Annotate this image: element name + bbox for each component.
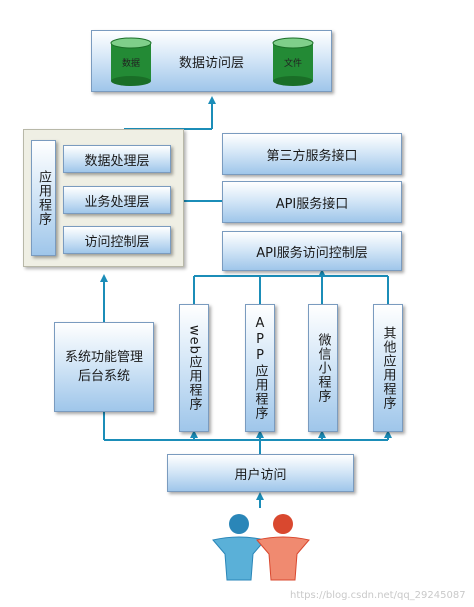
- application-program-box: 应用程序: [31, 140, 56, 256]
- api-access-control-layer-box: API服务访问控制层: [222, 231, 402, 271]
- watermark-text: https://blog.csdn.net/qq_29245087: [290, 590, 466, 601]
- third-party-interface-label: 第三方服务接口: [266, 148, 358, 164]
- database-icon: [110, 37, 152, 86]
- data-access-layer-label: 数据访问层: [178, 55, 244, 71]
- api-access-control-layer-label: API服务访问控制层: [256, 245, 368, 261]
- business-processing-layer-label: 业务处理层: [84, 194, 150, 210]
- file-storage-label: 文件: [283, 59, 302, 69]
- third-party-interface-box: 第三方服务接口: [222, 133, 402, 175]
- business-processing-layer-box: 业务处理层: [63, 186, 171, 214]
- data-processing-layer-box: 数据处理层: [63, 145, 171, 173]
- user-access-box: 用户访问: [167, 454, 354, 492]
- database-label: 数据: [121, 59, 140, 69]
- client-wechat-miniprogram-label: 微信小程序: [315, 333, 331, 403]
- api-service-interface-box: API服务接口: [222, 181, 402, 223]
- client-web-app-box: web应用程序: [179, 304, 209, 432]
- admin-system-box: 系统功能管理后台系统: [54, 322, 154, 412]
- client-mobile-app-label: APP应用程序: [252, 316, 268, 420]
- api-service-interface-label: API服务接口: [275, 196, 349, 212]
- file-storage-icon: [272, 37, 314, 86]
- users-icon: [212, 514, 310, 581]
- access-control-layer-label: 访问控制层: [84, 234, 150, 250]
- admin-system-label: 系统功能管理后台系统: [64, 350, 143, 384]
- access-control-layer-box: 访问控制层: [63, 226, 171, 254]
- client-mobile-app-box: APP应用程序: [245, 304, 275, 432]
- user-access-label: 用户访问: [234, 467, 287, 483]
- client-other-app-box: 其他应用程序: [373, 304, 403, 432]
- client-other-app-label: 其他应用程序: [380, 326, 396, 410]
- client-wechat-miniprogram-box: 微信小程序: [308, 304, 338, 432]
- client-web-app-label: web应用程序: [186, 325, 202, 411]
- application-program-label: 应用程序: [36, 170, 51, 226]
- data-processing-layer-label: 数据处理层: [84, 153, 150, 169]
